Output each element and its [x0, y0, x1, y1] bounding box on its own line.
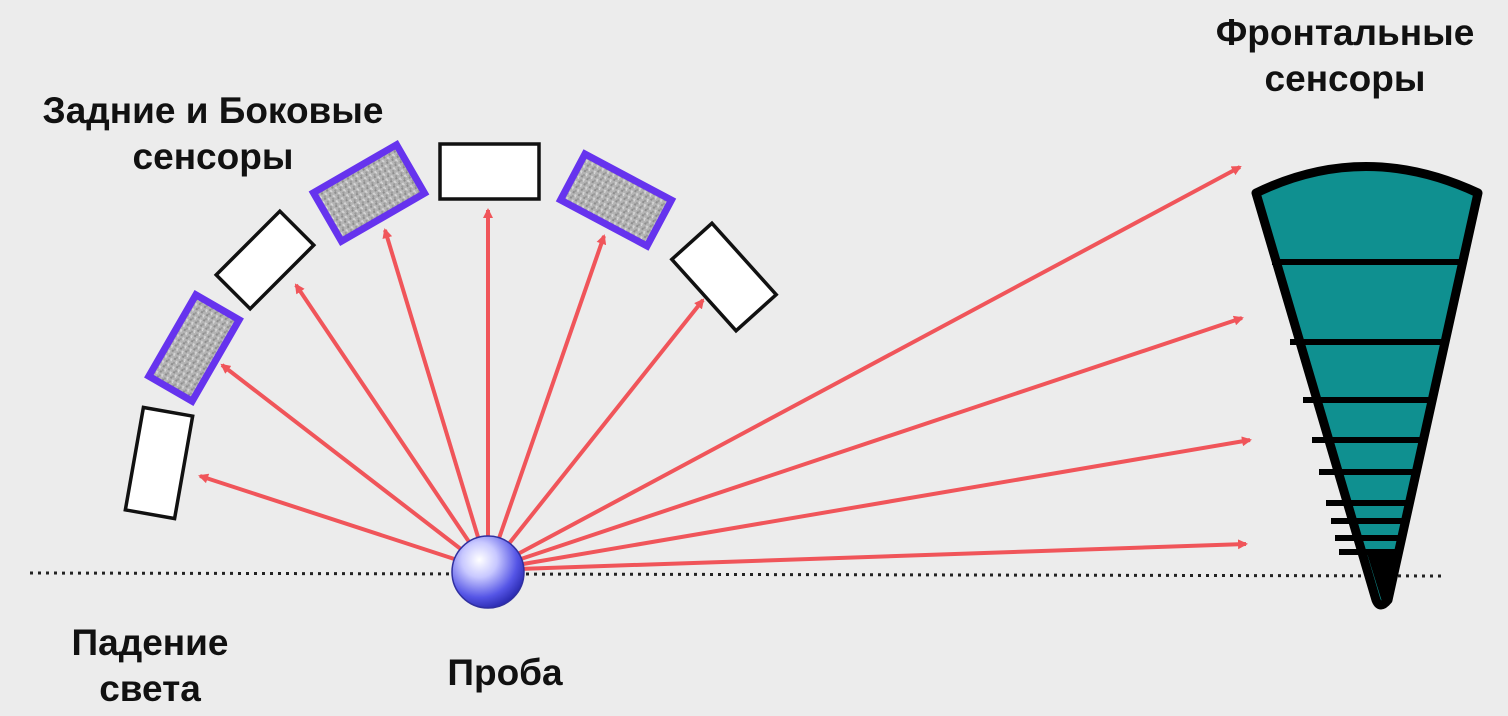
- arrow-to-back-sensor-1: [198, 473, 489, 572]
- front-sensors-label-line1: Фронтальные: [1215, 12, 1475, 53]
- back-sensor-7: [669, 220, 779, 334]
- baseline-dotted: [29, 571, 1446, 578]
- back-side-sensors-label-line1: Задние и Боковые: [42, 90, 384, 131]
- arrow-to-back-sensor-6: [486, 234, 607, 571]
- front-sensors-label-line2: сенсоры: [1264, 58, 1426, 99]
- probe-label: Проба: [400, 650, 610, 696]
- incident-light-label: Падение света: [40, 620, 260, 712]
- back-sensor-2: [144, 290, 244, 406]
- front-sensor-rings: [1272, 259, 1462, 555]
- back-sensor-5: [438, 142, 541, 201]
- back-side-sensors-label-line2: сенсоры: [132, 136, 294, 177]
- front-sensor-tip: [1366, 550, 1398, 605]
- back-sensor-1: [123, 405, 195, 521]
- back-sensor-6: [555, 149, 677, 251]
- front-sensors-label: Фронтальные сенсоры: [1180, 10, 1508, 102]
- scatter-arrows: [198, 165, 1252, 572]
- arrow-to-front-1: [487, 165, 1242, 572]
- probe-sphere: [451, 535, 525, 609]
- probe-label-text: Проба: [447, 652, 563, 693]
- arrow-to-back-sensor-4: [382, 228, 490, 571]
- incident-light-label-line2: света: [99, 668, 201, 709]
- arrow-to-front-4: [487, 539, 1248, 572]
- arrow-to-back-sensor-2: [220, 363, 490, 572]
- back-sensor-3: [213, 208, 317, 312]
- front-sensor-fan: [1251, 162, 1483, 610]
- front-sensor-array: [1251, 162, 1483, 610]
- arrow-to-front-3: [487, 436, 1252, 572]
- arrow-to-back-sensor-7: [486, 298, 705, 572]
- incident-light-label-line1: Падение: [71, 622, 229, 663]
- arrow-to-front-2: [487, 315, 1244, 572]
- arrow-to-back-sensor-3: [294, 283, 490, 572]
- back-side-sensors-label: Задние и Боковые сенсоры: [8, 88, 418, 180]
- back-side-sensors: [123, 139, 779, 521]
- back-sensor-4: [308, 139, 430, 247]
